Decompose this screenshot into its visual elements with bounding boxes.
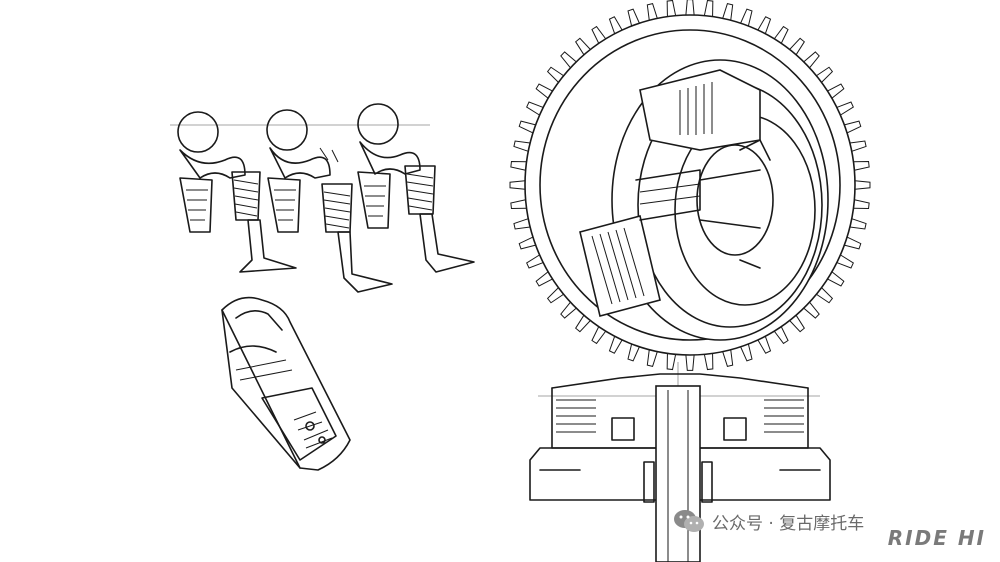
gear-tooth bbox=[773, 25, 789, 44]
gear-tooth bbox=[803, 51, 820, 69]
gear-tooth bbox=[535, 83, 553, 99]
gear-tooth bbox=[844, 236, 862, 250]
gear-tooth bbox=[546, 66, 564, 83]
gear-tooth bbox=[803, 301, 820, 319]
gear-tooth bbox=[575, 314, 591, 333]
gear-tooth bbox=[546, 287, 564, 304]
gear-tooth bbox=[510, 160, 527, 171]
gear-tooth bbox=[591, 326, 607, 345]
gear-tooth bbox=[740, 8, 753, 27]
rocker-arm-3 bbox=[357, 103, 475, 273]
gear-tooth bbox=[789, 314, 805, 333]
gear-tooth bbox=[685, 354, 695, 371]
gear-tooth bbox=[518, 120, 536, 134]
clutch-cross-section bbox=[529, 362, 831, 562]
gear-tooth bbox=[510, 199, 527, 210]
gear-tooth bbox=[773, 326, 789, 345]
gear-tooth bbox=[827, 83, 845, 99]
gear-tooth bbox=[827, 271, 845, 287]
gear-tooth bbox=[513, 218, 531, 230]
gear-tooth bbox=[836, 101, 854, 116]
gear-tooth bbox=[627, 8, 640, 27]
gear-tooth bbox=[666, 353, 677, 371]
rocker-valve-assembly bbox=[170, 103, 475, 293]
gear-tooth bbox=[526, 101, 544, 116]
gear-tooth bbox=[854, 180, 871, 190]
gear-tooth bbox=[666, 0, 677, 17]
watermark-text: 公众号 · 复古摩托车 bbox=[712, 513, 865, 534]
gear-tooth bbox=[685, 0, 695, 16]
gear-tooth bbox=[836, 254, 854, 269]
gear-tooth bbox=[591, 25, 607, 44]
gear-tooth bbox=[849, 140, 867, 152]
gear-tooth bbox=[789, 37, 805, 56]
gear-tooth bbox=[608, 16, 623, 34]
rocker-arm-1 bbox=[177, 111, 297, 273]
gear-tooth bbox=[518, 236, 536, 250]
gear-tooth bbox=[526, 254, 544, 269]
gear-tooth bbox=[757, 16, 772, 34]
gear-tooth bbox=[844, 120, 862, 134]
gear-tooth bbox=[853, 199, 870, 210]
gear-tooth bbox=[575, 37, 591, 56]
gear-tooth bbox=[703, 353, 714, 371]
gear-tooth bbox=[816, 66, 834, 83]
gear-tooth bbox=[608, 336, 623, 354]
gear-tooth bbox=[513, 140, 531, 152]
gear-tooth bbox=[509, 180, 526, 190]
wechat-icon bbox=[674, 510, 704, 532]
gear-tooth bbox=[646, 349, 658, 367]
watermark: 公众号 · 复古摩托车 bbox=[672, 508, 864, 534]
gear-tooth bbox=[722, 3, 734, 21]
gear-tooth bbox=[853, 160, 870, 171]
gear-tooth bbox=[560, 301, 577, 319]
cam-follower-cutaway bbox=[221, 296, 351, 471]
gear-tooth bbox=[849, 218, 867, 230]
gear-tooth bbox=[703, 0, 714, 17]
brand-logo: RIDE HI bbox=[887, 526, 986, 550]
clutch-gear-assembly bbox=[509, 0, 871, 371]
gear-tooth bbox=[740, 343, 753, 362]
gear-tooth bbox=[646, 3, 658, 21]
gear-tooth bbox=[560, 51, 577, 69]
gear-tooth bbox=[757, 336, 772, 354]
gear-tooth bbox=[722, 349, 734, 367]
gear-teeth bbox=[509, 0, 871, 371]
gear-tooth bbox=[816, 287, 834, 304]
gear-tooth bbox=[627, 343, 640, 362]
rocker-arm-2 bbox=[266, 109, 393, 293]
gear-tooth bbox=[535, 271, 553, 287]
